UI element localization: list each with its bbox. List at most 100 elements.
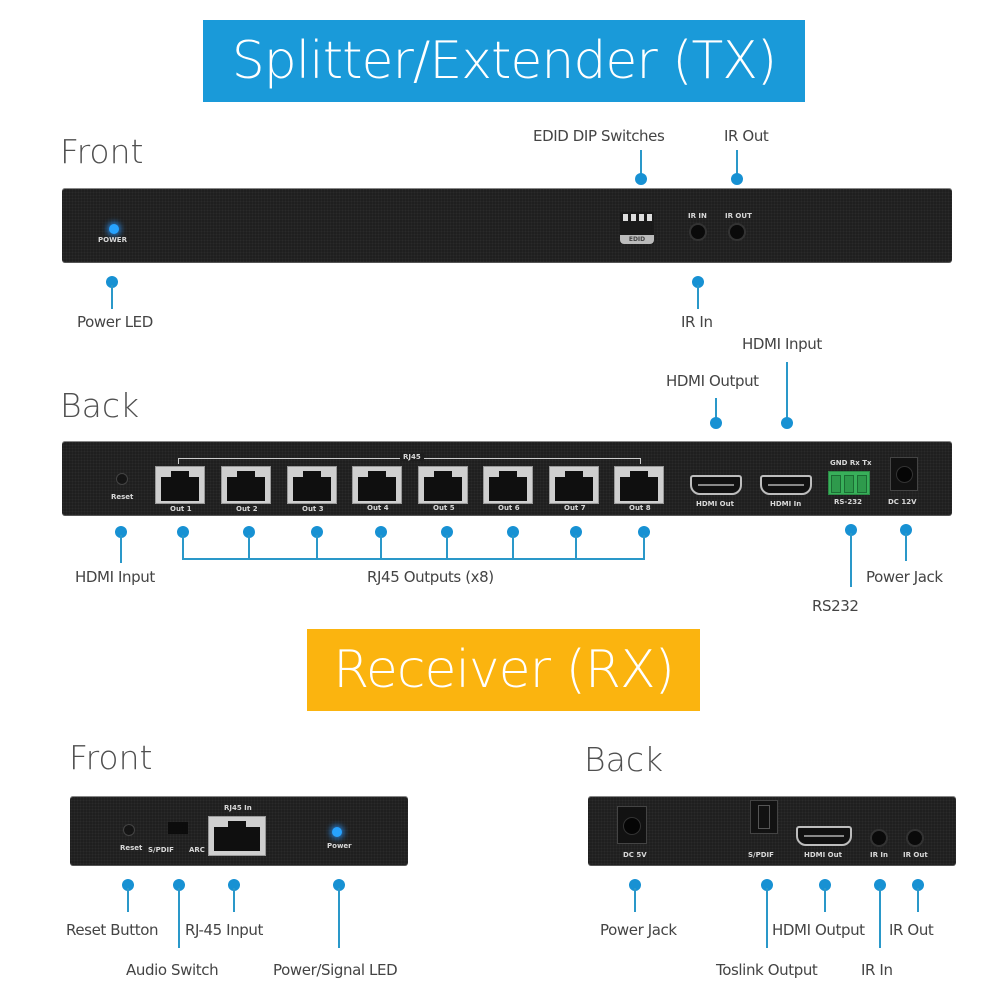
- hdmi-out-port[interactable]: [690, 475, 742, 495]
- callout-tx-ir-in: IR In: [681, 313, 713, 331]
- leader-line: [127, 888, 129, 912]
- leader-line: [575, 535, 577, 559]
- rj45-port-out-8[interactable]: [614, 466, 664, 504]
- rj45-port-out-4[interactable]: [352, 466, 402, 504]
- rx-hdmi-out-port[interactable]: [796, 826, 852, 846]
- port-label: Out 8: [629, 504, 651, 512]
- power-silk-label: POWER: [98, 236, 127, 244]
- leader-line: [850, 533, 852, 587]
- reset-silk-label: Reset: [111, 493, 134, 501]
- power-signal-led-icon: [332, 827, 342, 837]
- callout-dot: [115, 526, 127, 538]
- rj45-port-out-7[interactable]: [549, 466, 599, 504]
- rj45-group-label: RJ45: [400, 453, 424, 461]
- rx-ir-out-jack[interactable]: [906, 829, 924, 847]
- leader-line: [736, 150, 738, 176]
- callout-reset-button: Reset Button: [66, 921, 159, 939]
- callout-hdmi-input-top: HDMI Input: [742, 335, 822, 353]
- callout-dot: [629, 879, 641, 891]
- rs232-pin-labels: GND Rx Tx: [830, 459, 872, 467]
- dc-12v-jack[interactable]: [890, 457, 918, 491]
- leader-line: [640, 150, 642, 176]
- leader-line: [715, 398, 717, 420]
- callout-dot: [731, 173, 743, 185]
- leader-line: [178, 888, 180, 948]
- tx-back-heading: Back: [60, 386, 140, 425]
- edid-silk-label: EDID: [620, 235, 654, 244]
- ir-out-jack[interactable]: [728, 223, 746, 241]
- audio-switch[interactable]: [168, 822, 188, 834]
- callout-dot: [819, 879, 831, 891]
- rx-hdmi-out-silk-label: HDMI Out: [804, 851, 842, 859]
- port-label: Out 2: [236, 505, 258, 513]
- callout-dot: [761, 879, 773, 891]
- callout-rx-hdmi-output: HDMI Output: [772, 921, 865, 939]
- callout-dot: [177, 526, 189, 538]
- leader-line: [879, 888, 881, 948]
- callout-rj45-outputs: RJ45 Outputs (x8): [367, 568, 494, 586]
- ir-in-jack[interactable]: [689, 223, 707, 241]
- callout-dot: [635, 173, 647, 185]
- callout-rs232: RS232: [812, 597, 859, 615]
- callout-dot: [441, 526, 453, 538]
- rj45-port-out-3[interactable]: [287, 466, 337, 504]
- rj45-port-out-2[interactable]: [221, 466, 271, 504]
- rj45-port-out-6[interactable]: [483, 466, 533, 504]
- rx-reset-button[interactable]: [123, 824, 135, 836]
- dc-5v-jack[interactable]: [617, 806, 647, 844]
- callout-dot: [900, 524, 912, 536]
- spdif-out-silk-label: S/PDIF: [748, 851, 774, 859]
- rx-ir-in-jack[interactable]: [870, 829, 888, 847]
- dc-12v-silk-label: DC 12V: [888, 498, 917, 506]
- leader-line: [512, 535, 514, 559]
- rj45-bracket: [640, 458, 641, 464]
- port-label: Out 6: [498, 504, 520, 512]
- rj45-input-port[interactable]: [208, 816, 266, 856]
- callout-hdmi-input-bottom: HDMI Input: [75, 568, 155, 586]
- reset-button[interactable]: [116, 473, 128, 485]
- callout-dot: [845, 524, 857, 536]
- leader-line: [766, 888, 768, 948]
- leader-line: [380, 535, 382, 559]
- rx-back-heading: Back: [584, 740, 664, 779]
- rj45-port-out-5[interactable]: [418, 466, 468, 504]
- callout-rx-power-jack: Power Jack: [600, 921, 677, 939]
- rx-banner: Receiver (RX): [307, 629, 700, 711]
- rs232-silk-label: RS-232: [834, 498, 862, 506]
- leader-line: [111, 285, 113, 309]
- callout-toslink-output: Toslink Output: [716, 961, 818, 979]
- rx-back-panel: DC 5V S/PDIF HDMI Out IR In IR Out: [588, 796, 956, 866]
- callout-dot: [507, 526, 519, 538]
- callout-dot: [228, 879, 240, 891]
- callout-hdmi-output: HDMI Output: [666, 372, 759, 390]
- rx-ir-in-silk-label: IR In: [870, 851, 889, 859]
- callout-dot: [781, 417, 793, 429]
- rx-power-silk-label: Power: [327, 842, 352, 850]
- edid-dip-switch[interactable]: EDID: [620, 212, 654, 244]
- leader-line: [786, 362, 788, 420]
- leader-line: [905, 533, 907, 561]
- rx-front-panel: Reset S/PDIF ARC RJ45 In Power: [70, 796, 408, 866]
- rs232-terminal[interactable]: [828, 471, 870, 495]
- toslink-port[interactable]: [750, 800, 778, 834]
- tx-front-heading: Front: [60, 132, 144, 171]
- callout-dot: [570, 526, 582, 538]
- port-label: Out 4: [367, 504, 389, 512]
- rx-front-heading: Front: [69, 738, 153, 777]
- leader-line: [233, 888, 235, 912]
- arc-silk-label: ARC: [189, 846, 205, 854]
- callout-power-signal-led: Power/Signal LED: [273, 961, 398, 979]
- rj45-bracket-line: [182, 558, 645, 560]
- leader-line: [643, 535, 645, 559]
- leader-line: [316, 535, 318, 559]
- rj45-port-out-1[interactable]: [155, 466, 205, 504]
- power-led-icon: [109, 224, 119, 234]
- callout-dot: [638, 526, 650, 538]
- callout-rx-ir-in: IR In: [861, 961, 893, 979]
- hdmi-in-port[interactable]: [760, 475, 812, 495]
- callout-dot: [311, 526, 323, 538]
- callout-rx-ir-out: IR Out: [889, 921, 934, 939]
- callout-dot: [243, 526, 255, 538]
- callout-dot: [333, 879, 345, 891]
- callout-dot: [122, 879, 134, 891]
